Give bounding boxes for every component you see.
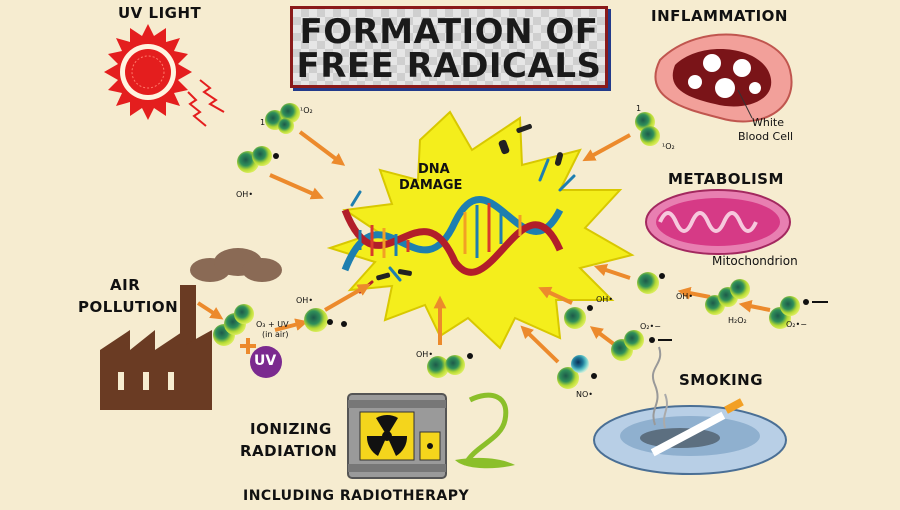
ashtray-icon <box>593 346 787 475</box>
ionizing-label-2: RADIATION <box>240 442 338 460</box>
uv-ray-2 <box>199 79 225 113</box>
wbc-label-2: Blood Cell <box>738 130 794 143</box>
molecule-uv-singlet <box>265 103 300 134</box>
molecule-smoke-o2 <box>611 330 672 361</box>
infl-o2-label: ¹O₂ <box>662 142 675 151</box>
uv-singlet-label: ¹O₂ <box>300 106 313 115</box>
sun-icon <box>104 24 192 120</box>
dna-label-1: DNA <box>418 162 450 177</box>
smoke-no-label: NO• <box>576 390 593 399</box>
dna-damage-burst <box>326 110 635 350</box>
ionizing-oh-label: OH• <box>416 350 434 359</box>
molecule-inflammation <box>635 112 660 146</box>
molecule-metab-1 <box>637 272 665 294</box>
title-line-2: FREE RADICALS <box>296 46 602 86</box>
molecule-uv-oh <box>237 146 279 173</box>
metab-o2-label: O₂•− <box>786 320 807 329</box>
arrows <box>196 130 771 364</box>
radiation-barrel-icon <box>347 392 515 479</box>
wbc-label-1: White <box>752 116 784 129</box>
metabolism-label: METABOLISM <box>668 170 784 188</box>
metab-h2o2-label: H₂O₂ <box>728 316 747 325</box>
uv-ray-1 <box>187 91 207 127</box>
uv-singlet-num: 1 <box>260 118 266 127</box>
molecule-smoke-oh <box>564 305 593 329</box>
uv-oh-label: OH• <box>236 190 254 199</box>
air-oh-label: OH• <box>296 296 314 305</box>
air-pollution-label-2: POLLUTION <box>78 298 179 316</box>
metab-oh-label: OH• <box>676 292 694 301</box>
ionizing-label-1: IONIZING <box>250 420 332 438</box>
molecule-air-1 <box>213 304 254 346</box>
mitochondrion-label: Mitochondrion <box>712 254 798 268</box>
ozone-label-2: (in air) <box>262 330 289 339</box>
plus-icon <box>240 338 256 354</box>
molecule-ionizing-oh <box>427 353 473 378</box>
smoking-label: SMOKING <box>679 371 764 389</box>
inflammation-vessel-icon <box>654 33 793 123</box>
dna-helix <box>341 123 576 294</box>
infl-num: 1 <box>636 104 642 113</box>
factory-icon <box>100 248 282 410</box>
inflammation-label: INFLAMMATION <box>651 7 788 25</box>
air-pollution-label-1: AIR <box>110 276 141 294</box>
molecule-air-oh <box>304 308 347 332</box>
smoke-o2-label: O₂•− <box>640 322 661 331</box>
molecule-smoke-no <box>557 355 597 389</box>
mitochondrion-icon <box>645 189 791 255</box>
molecule-metab-h2o2 <box>705 279 750 315</box>
uv-light-label: UV LIGHT <box>118 4 202 22</box>
uv-badge-bg <box>250 346 282 378</box>
smoke-oh-label: OH• <box>596 295 614 304</box>
dna-label-2: DAMAGE <box>399 178 463 193</box>
title-line-1: FORMATION OF <box>299 12 599 52</box>
radiotherapy-label: INCLUDING RADIOTHERAPY <box>243 488 470 504</box>
wbc-pointer <box>737 89 753 119</box>
title-box: FORMATION OF FREE RADICALS <box>290 6 608 88</box>
ozone-label-1: O₃ + UV <box>256 320 289 329</box>
uv-badge-label: UV <box>254 353 277 369</box>
molecule-metab-o2 <box>769 296 828 329</box>
